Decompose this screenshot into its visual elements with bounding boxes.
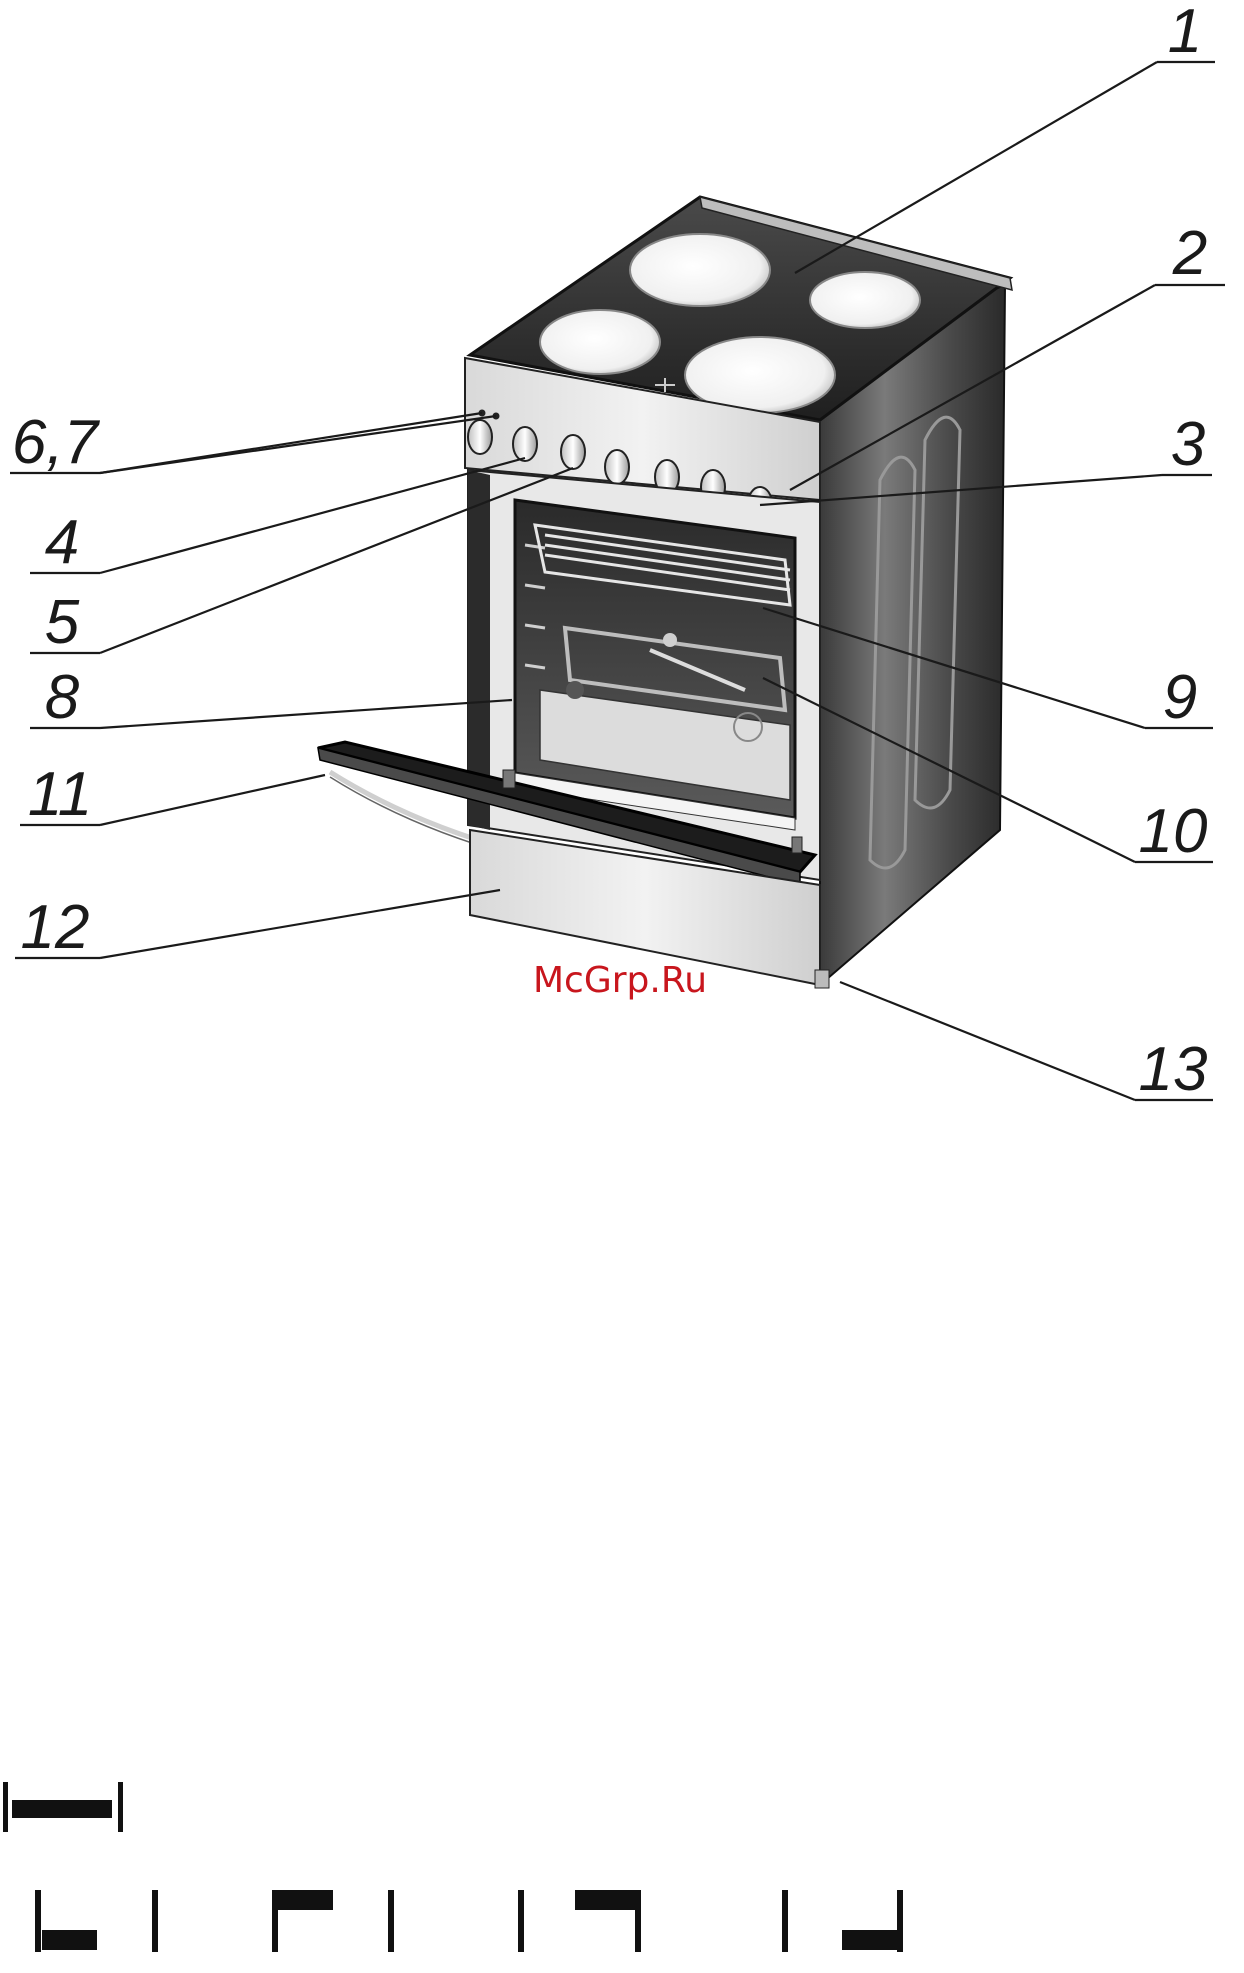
burner-front-left: [540, 310, 660, 374]
callout-9: 9: [1163, 663, 1197, 732]
footer-bar-long: [3, 1782, 8, 1832]
callout-11: 11: [28, 760, 92, 829]
watermark: McGrp.Ru: [533, 960, 707, 1001]
footer-mark-4: [782, 1890, 788, 1952]
callout-6-7: 6,7: [12, 408, 101, 477]
callout-8: 8: [45, 663, 80, 732]
callout-1: 1: [1168, 0, 1202, 66]
stove-illustration: [318, 197, 1012, 988]
footer-mark-1: [35, 1890, 41, 1952]
callout-5: 5: [45, 588, 80, 657]
callout-4: 4: [45, 508, 79, 577]
callout-3: 3: [1171, 410, 1205, 479]
burner-rear-right: [810, 272, 920, 328]
footer-marks: [3, 1782, 903, 1952]
footer-mark-2: [272, 1890, 278, 1952]
callout-12: 12: [21, 893, 90, 962]
callout-2: 2: [1172, 219, 1207, 288]
footer-mark-3: [518, 1890, 524, 1952]
callout-13: 13: [1139, 1035, 1208, 1104]
callout-10: 10: [1139, 797, 1208, 866]
burner-rear-left: [630, 234, 770, 306]
